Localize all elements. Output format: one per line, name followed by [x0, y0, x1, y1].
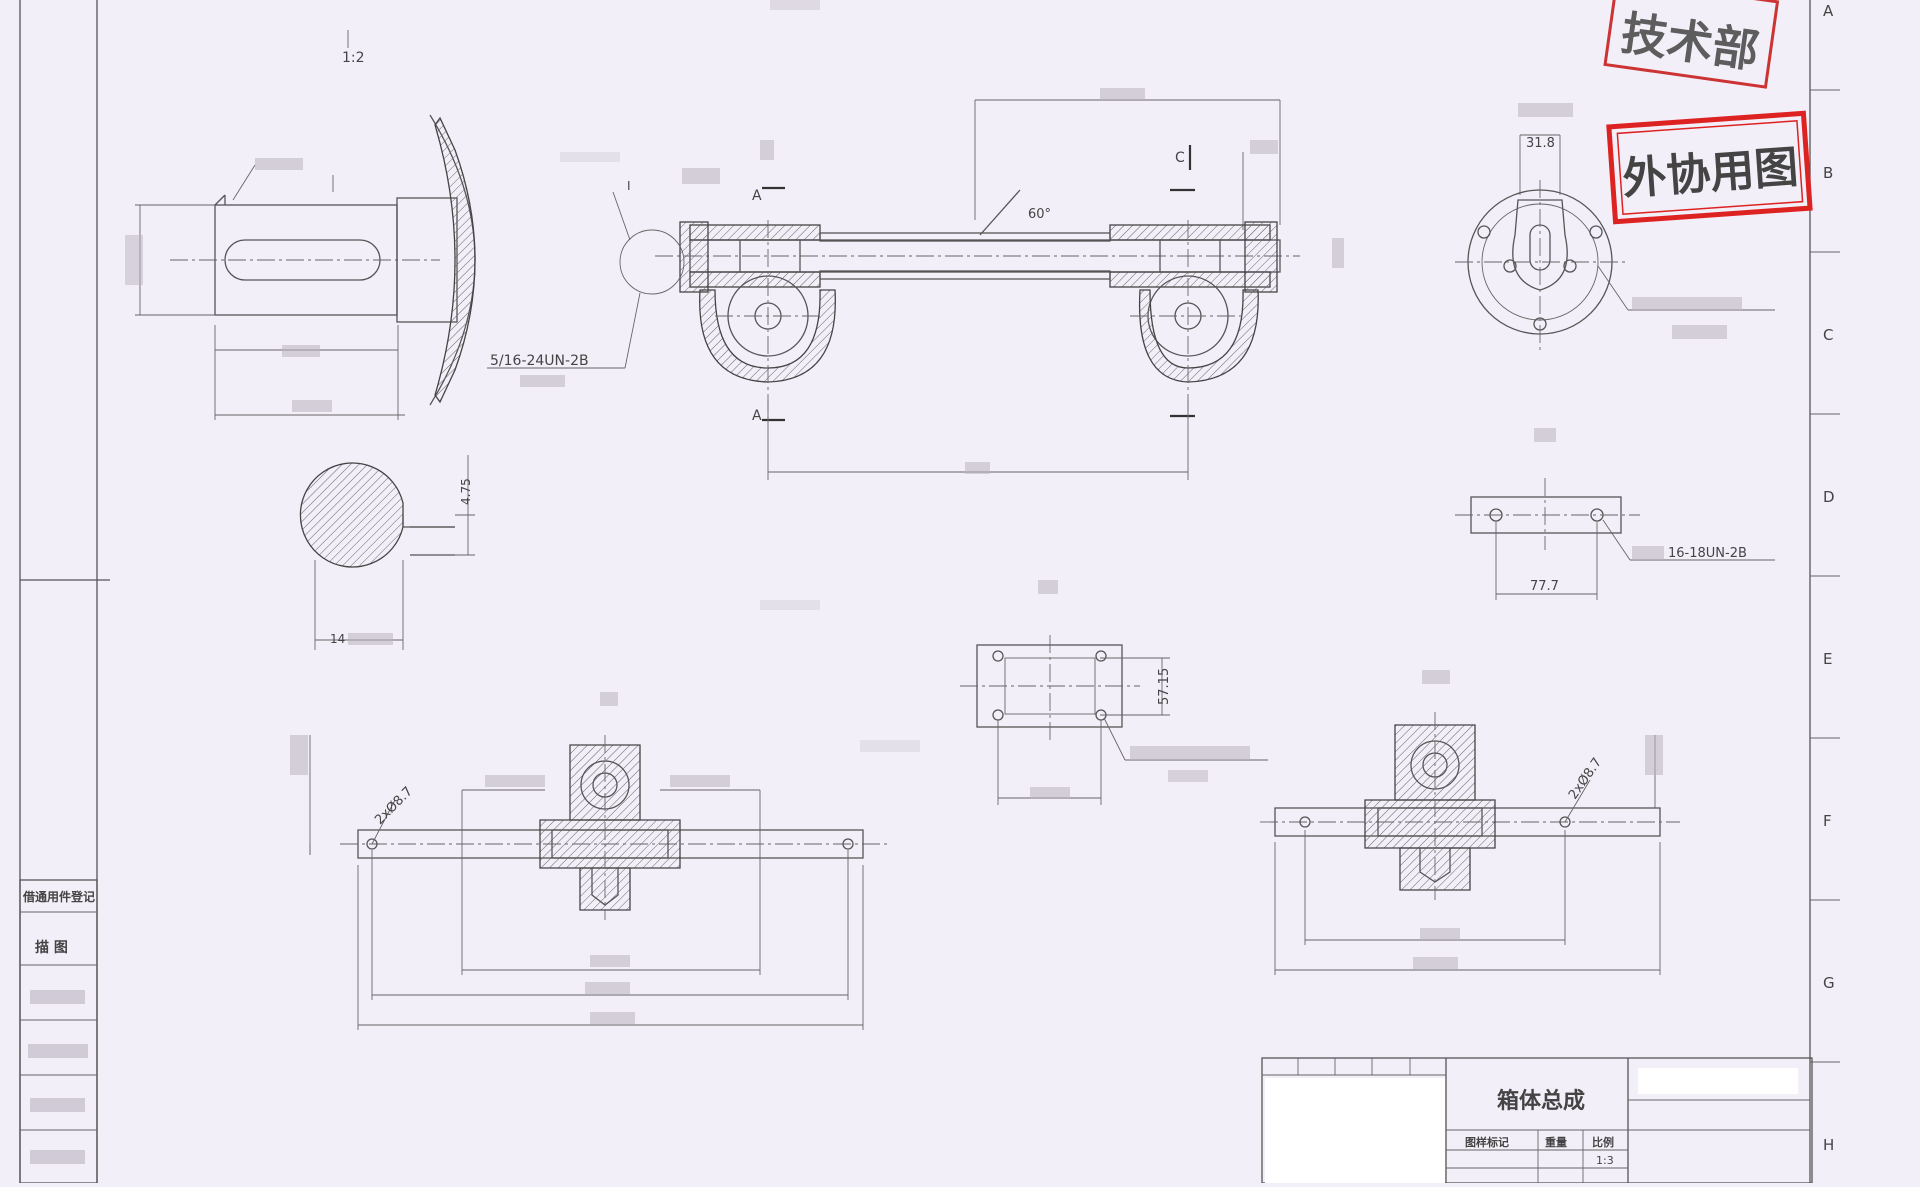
- drawing-title: 箱体总成: [1497, 1088, 1585, 1114]
- bottom-right-section-view: 2xØ8.7: [1260, 670, 1680, 975]
- shaft-side-view: [125, 114, 476, 420]
- hole-callout-right: 2xØ8.7: [1566, 755, 1605, 802]
- flange-end-view: 31.8: [1455, 103, 1775, 350]
- plate-view-right: 77.7 16-18UN-2B: [1455, 428, 1775, 600]
- stamp-tech-dept: 技术部: [1603, 0, 1780, 89]
- zone-letter-e: E: [1823, 650, 1832, 668]
- zone-letter-a: A: [1823, 2, 1834, 20]
- keyway-depth: 4.75: [459, 478, 473, 505]
- main-assembly-view: I 5/16-24UN-2B A A C 60°: [487, 88, 1344, 480]
- section-c-top: C: [1175, 150, 1185, 166]
- section-a-bottom: A: [752, 408, 762, 424]
- hole-callout-left: 2xØ8.7: [372, 784, 416, 828]
- stamp-outsource: 外协用图: [1606, 110, 1813, 225]
- scale-note: 1:2: [342, 50, 365, 66]
- side-table-row-1: 描 图: [35, 939, 68, 956]
- sheet-border: [19, 0, 1840, 1183]
- zone-letter-c: C: [1823, 326, 1833, 344]
- side-registration-table: 借通用件登记 描 图: [19, 879, 98, 1184]
- plate-dim-77-7: 77.7: [1530, 579, 1559, 594]
- title-block-weight-label: 重量: [1545, 1135, 1567, 1149]
- angle-60: 60°: [1028, 207, 1051, 222]
- section-a-top: A: [752, 188, 762, 204]
- rect-plate-dim-57-15: 57.15: [1157, 668, 1172, 705]
- rect-plate-view: 57.15: [960, 580, 1268, 805]
- flange-dim-31-8: 31.8: [1526, 136, 1555, 151]
- title-block-mark-label: 图样标记: [1465, 1135, 1509, 1149]
- stamp-outsource-text: 外协用图: [1621, 142, 1800, 205]
- stamp-tech-dept-text: 技术部: [1618, 6, 1762, 79]
- bottom-left-section-view: 2xØ8.7: [290, 692, 890, 1030]
- side-table-header: 借通用件登记: [22, 889, 95, 904]
- border-zone-letters: A B C D E F G H: [1823, 2, 1835, 1154]
- thread-callout-main: 5/16-24UN-2B: [490, 353, 589, 369]
- title-block-ratio-value: 1:3: [1596, 1154, 1614, 1167]
- zone-letter-h: H: [1823, 1136, 1834, 1154]
- shaft-dia-dim: 14: [330, 632, 345, 646]
- detail-label: I: [627, 179, 631, 193]
- shaft-cross-section: 4.75 14: [299, 455, 475, 650]
- title-block-redaction: [1265, 1078, 1445, 1183]
- title-block: 箱体总成 图样标记 重量 比例 1:3: [1261, 1057, 1813, 1184]
- zone-letter-d: D: [1823, 488, 1835, 506]
- zone-letter-b: B: [1823, 164, 1833, 182]
- zone-letter-g: G: [1823, 974, 1835, 992]
- zone-letter-f: F: [1823, 812, 1832, 830]
- plate-thread-callout: 16-18UN-2B: [1668, 546, 1747, 561]
- title-block-ratio-label: 比例: [1592, 1135, 1614, 1149]
